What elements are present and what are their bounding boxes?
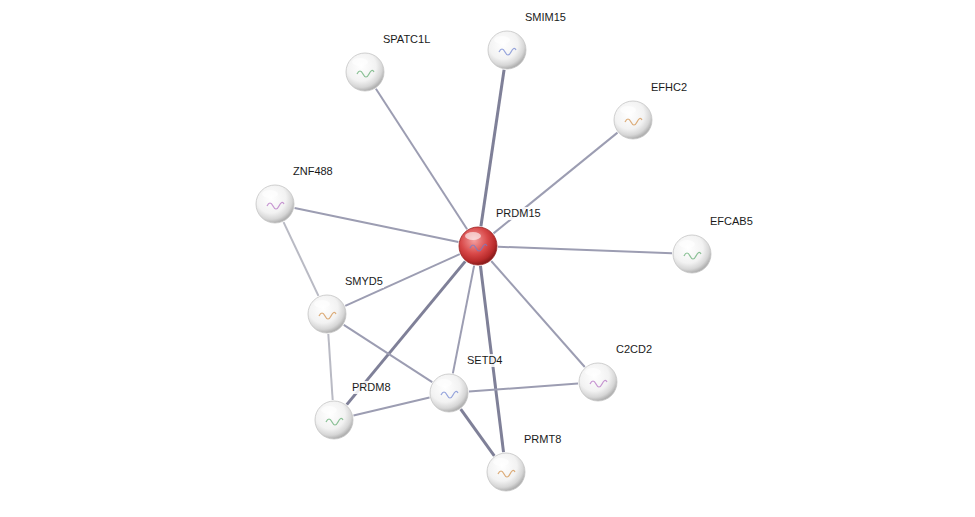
sphere-highlight	[620, 106, 636, 114]
protein-node: PRDM8	[314, 400, 354, 440]
interaction-edge	[353, 398, 429, 416]
protein-sphere	[255, 184, 295, 224]
protein-node: SPATC1L	[345, 52, 385, 92]
sphere-body	[346, 53, 384, 91]
sphere-body	[673, 235, 711, 273]
interaction-edge	[494, 133, 618, 234]
structure-icon	[590, 380, 607, 387]
sphere-body	[430, 374, 468, 412]
sphere-body	[487, 453, 525, 491]
protein-label: EFHC2	[650, 81, 688, 94]
structure-icon	[625, 118, 642, 125]
protein-sphere	[486, 452, 526, 492]
sphere-body	[459, 227, 497, 265]
sphere-body	[614, 101, 652, 139]
protein-sphere	[458, 226, 498, 266]
sphere-highlight	[352, 58, 368, 66]
protein-label: PRMT8	[523, 433, 562, 446]
sphere-highlight	[585, 368, 601, 376]
interaction-edge	[481, 70, 504, 226]
protein-label: EFCAB5	[709, 215, 754, 228]
protein-sphere	[345, 52, 385, 92]
sphere-highlight	[314, 300, 330, 308]
sphere-body	[315, 401, 353, 439]
sphere-highlight	[436, 379, 452, 387]
protein-sphere	[613, 100, 653, 140]
protein-node: EFHC2	[613, 100, 653, 140]
sphere-highlight	[262, 190, 278, 198]
interaction-edge	[491, 261, 585, 367]
sphere-body	[488, 31, 526, 69]
structure-icon	[319, 312, 336, 319]
structure-icon	[470, 244, 487, 251]
sphere-body	[256, 185, 294, 223]
protein-sphere	[307, 294, 347, 334]
protein-node: SMIM15	[487, 30, 527, 70]
sphere-body	[308, 295, 346, 333]
interaction-edge	[498, 247, 672, 254]
protein-sphere	[429, 373, 469, 413]
structure-icon	[498, 470, 515, 477]
interaction-edge	[344, 325, 432, 382]
structure-icon	[684, 252, 701, 259]
protein-label: PRDM15	[495, 207, 542, 220]
protein-sphere	[578, 362, 618, 402]
protein-label: SMYD5	[344, 275, 384, 288]
sphere-highlight	[493, 458, 509, 466]
sphere-highlight	[465, 232, 481, 240]
protein-node: SETD4	[429, 373, 469, 413]
interaction-edge	[284, 222, 319, 296]
protein-node: ZNF488	[255, 184, 295, 224]
protein-sphere	[314, 400, 354, 440]
interaction-edge	[295, 208, 459, 242]
interaction-edge	[328, 334, 332, 400]
interaction-edge	[461, 409, 495, 456]
interaction-edge	[376, 89, 467, 229]
protein-label: ZNF488	[292, 165, 334, 178]
sphere-body	[579, 363, 617, 401]
structure-icon	[326, 418, 343, 425]
protein-label: SMIM15	[524, 11, 567, 24]
protein-sphere	[672, 234, 712, 274]
sphere-highlight	[321, 406, 337, 414]
structure-icon	[441, 391, 458, 398]
protein-label: SETD4	[466, 354, 503, 367]
protein-node: PRDM15	[458, 226, 498, 266]
protein-label: SPATC1L	[382, 33, 431, 46]
structure-icon	[499, 48, 516, 55]
protein-label: PRDM8	[351, 381, 392, 394]
protein-node: EFCAB5	[672, 234, 712, 274]
protein-node: PRMT8	[486, 452, 526, 492]
sphere-highlight	[679, 240, 695, 248]
protein-node: C2CD2	[578, 362, 618, 402]
protein-node: SMYD5	[307, 294, 347, 334]
protein-label: C2CD2	[615, 343, 653, 356]
interaction-edge	[469, 383, 578, 391]
structure-icon	[357, 70, 374, 77]
sphere-highlight	[494, 36, 510, 44]
protein-sphere	[487, 30, 527, 70]
structure-icon	[267, 202, 284, 209]
